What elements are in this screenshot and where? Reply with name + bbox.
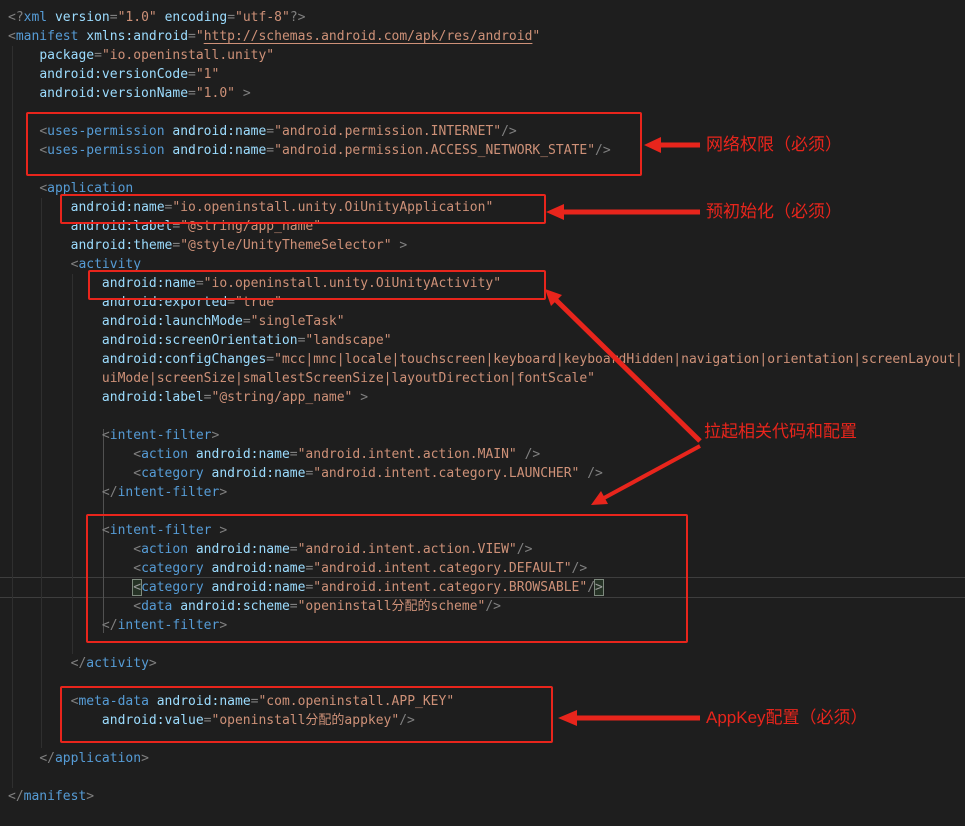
- indent-guide: [12, 46, 13, 788]
- code-line: <action android:name="android.intent.act…: [133, 447, 541, 462]
- code-line: <uses-permission android:name="android.p…: [39, 124, 517, 139]
- annotation-network: 网络权限（必须）: [706, 135, 842, 154]
- code-line: [8, 103, 963, 122]
- annotation-appkey: AppKey配置（必须）: [706, 708, 868, 727]
- annotation-launch: 拉起相关代码和配置: [704, 422, 857, 441]
- indent-guide-active: [103, 429, 104, 633]
- code-line: [8, 730, 963, 749]
- code-line: <manifest xmlns:android="http://schemas.…: [8, 29, 541, 44]
- code-line: <?xml version="1.0" encoding="utf-8"?>: [8, 10, 306, 25]
- code-line: android:name="io.openinstall.unity.OiUni…: [101, 276, 502, 291]
- code-line: android:versionCode="1": [39, 67, 220, 82]
- code-line: [8, 502, 963, 521]
- current-line-highlight: [0, 577, 965, 598]
- code-line: android:launchMode="singleTask": [101, 314, 345, 329]
- code-line: android:versionName="1.0" >: [39, 86, 251, 101]
- code-line: [8, 768, 963, 787]
- code-line: android:name="io.openinstall.unity.OiUni…: [70, 200, 494, 215]
- code-line: <intent-filter >: [101, 523, 228, 538]
- code-line: android:screenOrientation="landscape": [101, 333, 392, 348]
- code-line: android:value="openinstall分配的appkey"/>: [101, 713, 415, 728]
- code-line: <action android:name="android.intent.act…: [133, 542, 533, 557]
- code-line: </activity>: [70, 656, 157, 671]
- code-line: <category android:name="android.intent.c…: [133, 561, 588, 576]
- code-line: [8, 635, 963, 654]
- code-line: <meta-data android:name="com.openinstall…: [70, 694, 455, 709]
- annotation-preinit: 预初始化（必须）: [706, 202, 842, 221]
- code-line: </intent-filter>: [101, 618, 228, 633]
- indent-guide: [41, 198, 42, 748]
- code-line: </intent-filter>: [101, 485, 228, 500]
- code-line: <data android:scheme="openinstall分配的sche…: [133, 599, 501, 614]
- code-line: package="io.openinstall.unity": [39, 48, 275, 63]
- code-area[interactable]: <?xml version="1.0" encoding="utf-8"?> <m…: [8, 8, 963, 806]
- code-line: android:configChanges="mcc|mnc|locale|to…: [101, 352, 963, 367]
- code-line: android:exported="true": [101, 295, 282, 310]
- indent-guide: [72, 274, 73, 654]
- code-line: <uses-permission android:name="android.p…: [39, 143, 611, 158]
- code-line: </application>: [39, 751, 149, 766]
- code-line: <intent-filter>: [101, 428, 220, 443]
- code-line: <category android:name="android.intent.c…: [133, 466, 603, 481]
- code-line: <category android:name="android.intent.c…: [132, 579, 604, 596]
- code-line: android:theme="@style/UnityThemeSelector…: [70, 238, 408, 253]
- code-line: [8, 160, 963, 179]
- code-line: </manifest>: [8, 789, 95, 804]
- code-line: android:label="@string/app_name" >: [101, 390, 369, 405]
- code-line: <application: [39, 181, 134, 196]
- code-line: [8, 673, 963, 692]
- code-line: <activity: [70, 257, 142, 272]
- code-line: uiMode|screenSize|smallestScreenSize|lay…: [101, 371, 596, 386]
